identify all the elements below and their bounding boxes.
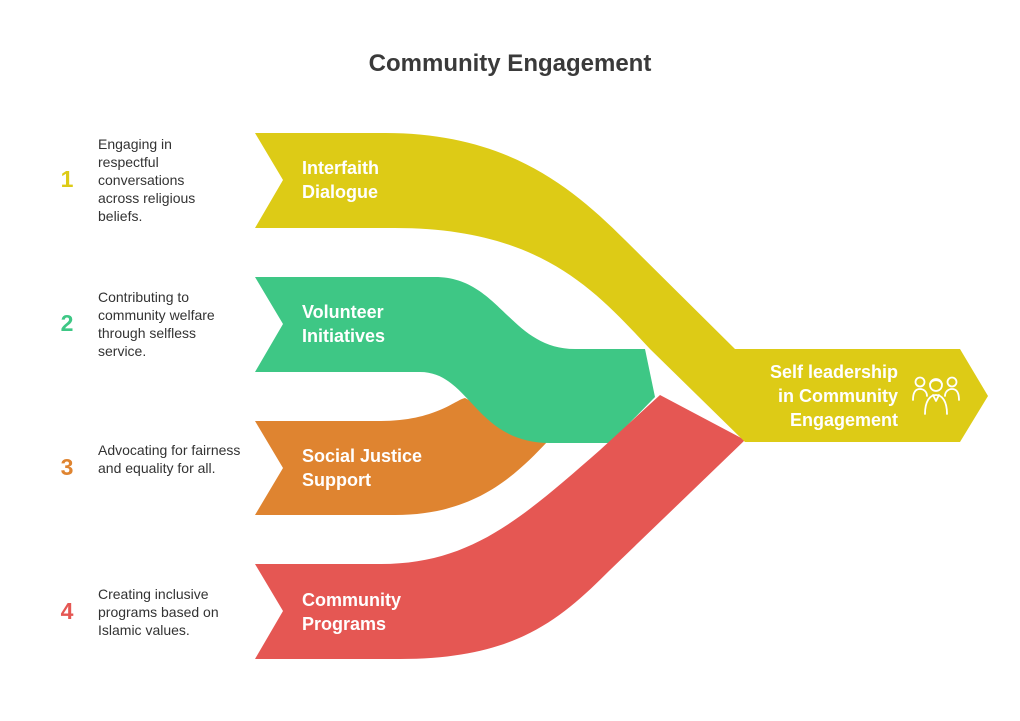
band-volunteer [255,277,655,443]
people-group-icon [912,376,960,415]
target-label-line: in Community [778,386,898,406]
target-label-line: Engagement [789,410,898,430]
step-number-4: 4 [60,598,74,624]
band-label-line: Programs [302,614,387,634]
step-number-2: 2 [60,310,74,336]
diagram-title: Community Engagement [368,50,652,77]
band-label-line: Community [302,590,401,610]
band-label-line: Interfaith [302,158,380,178]
band-label-social-justice: Social Justice Support [302,444,452,492]
band-label-line: Dialogue [302,182,379,202]
step-number-1: 1 [60,166,74,192]
target-label-line: Self leadership [769,362,898,382]
band-label-interfaith: Interfaith Dialogue [302,156,452,204]
step-number-3: 3 [60,454,74,480]
band-social-justice [255,398,548,515]
step-description-1: Engaging in respectful conversations acr… [98,136,196,224]
step-description-3: Advocating for fairness and equality for… [98,442,241,476]
band-label-line: Volunteer [302,302,384,322]
band-label-line: Initiatives [302,326,386,346]
step-description-4: Creating inclusive programs based on Isl… [98,586,219,638]
band-community-programs [255,395,745,659]
step-description-2: Contributing to community welfare throug… [98,289,215,359]
band-interfaith-to-target [255,133,988,442]
target-label: Self leadership in Community Engagement [740,360,898,432]
band-label-line: Social Justice [302,446,423,466]
band-label-community-programs: Community Programs [302,588,452,636]
band-label-volunteer: Volunteer Initiatives [302,300,452,348]
band-label-line: Support [302,470,371,490]
